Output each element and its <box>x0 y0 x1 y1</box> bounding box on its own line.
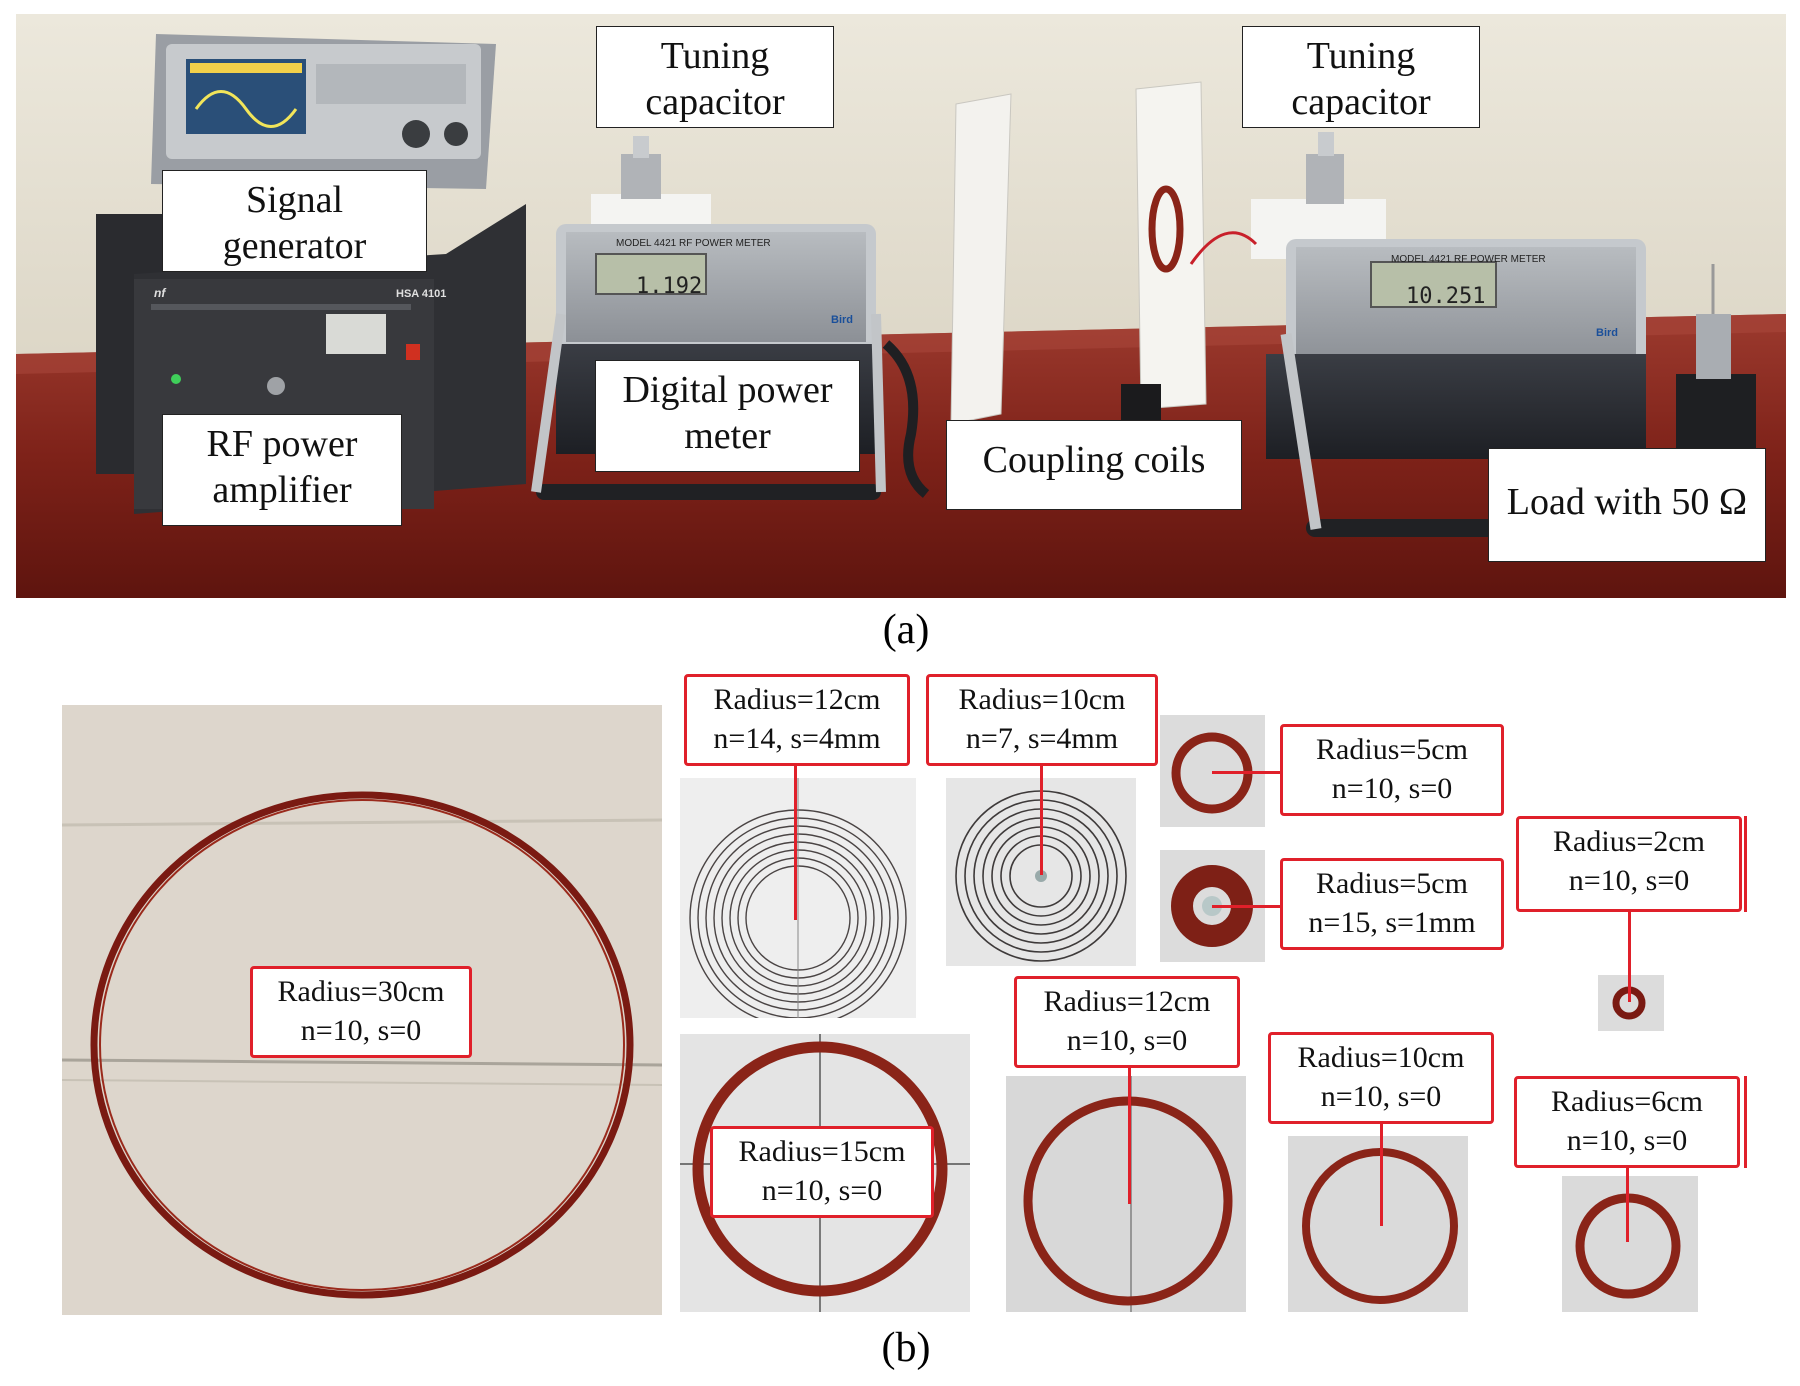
caption-b: (b) <box>881 1325 931 1371</box>
meter-right-display-reading: 10.251 <box>1406 284 1486 309</box>
right-edge-red-mark-top <box>1744 816 1747 912</box>
meter-right-brand-text: Bird <box>1596 327 1618 339</box>
photo-a-scene <box>16 14 1786 598</box>
caption-a: (a) <box>882 607 930 653</box>
meter-left-model-text: MODEL 4421 RF POWER METER <box>616 238 771 249</box>
amplifier-brand-text: nf <box>154 286 166 300</box>
coil-photo-12cm <box>1006 1076 1246 1312</box>
leader-5cm-a <box>1212 771 1282 774</box>
coil-photo-10cm <box>1288 1136 1468 1312</box>
photo-a-setup: 1.192 10.251 MODEL 4421 RF POWER METER B… <box>16 14 1786 598</box>
leader-12cm-spiral <box>794 760 797 920</box>
meter-right-model-text: MODEL 4421 RF POWER METER <box>1391 254 1546 265</box>
coil-photo-12cm-spiral <box>680 778 916 1018</box>
digital-power-meter-right-device <box>1266 239 1686 537</box>
meter-left-display-reading: 1.192 <box>636 274 703 299</box>
label-coupling-coils: Coupling coils <box>946 420 1242 510</box>
coupling-coil-plates <box>882 81 1207 498</box>
right-edge-red-mark-bottom <box>1744 1076 1747 1168</box>
leader-2cm <box>1628 910 1631 1002</box>
coil-photo-2cm <box>1598 975 1664 1031</box>
signal-generator-device <box>151 34 496 189</box>
label-load: Load with 50 Ω <box>1488 448 1766 562</box>
leader-5cm-b <box>1212 905 1282 908</box>
leader-10cm <box>1380 1124 1383 1226</box>
leader-10cm-spiral <box>1040 760 1043 875</box>
coil-photo-6cm <box>1562 1176 1698 1312</box>
amplifier-model-text: HSA 4101 <box>396 288 447 300</box>
meter-left-brand-text: Bird <box>831 314 853 326</box>
leader-12cm <box>1128 1068 1131 1204</box>
leader-6cm <box>1626 1166 1629 1242</box>
